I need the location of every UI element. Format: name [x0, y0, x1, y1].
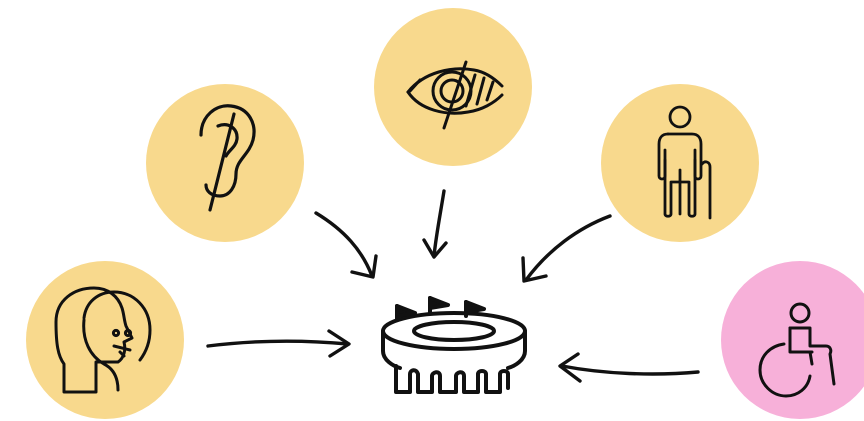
elderly-person-with-cane-icon [657, 105, 712, 220]
arrow-hearing-to-center [314, 211, 378, 279]
hearing-node-circle [146, 84, 304, 242]
arrow-vision-to-center [422, 189, 448, 259]
arrow-elderly-to-center [521, 214, 612, 283]
crossed-out-eye-icon [406, 60, 504, 130]
wheelchair-user-icon [758, 302, 836, 398]
mobility-node-circle [721, 261, 864, 419]
vision-node-circle [374, 8, 532, 166]
stadium-with-flags-icon [381, 296, 527, 394]
arrow-cognitive-to-center [206, 329, 351, 358]
elderly-node-circle [601, 84, 759, 242]
cognitive-node-circle [26, 261, 184, 419]
overlapping-heads-icon [54, 286, 152, 394]
arrow-mobility-to-center [558, 352, 700, 383]
deaf-ear-icon [199, 104, 256, 212]
